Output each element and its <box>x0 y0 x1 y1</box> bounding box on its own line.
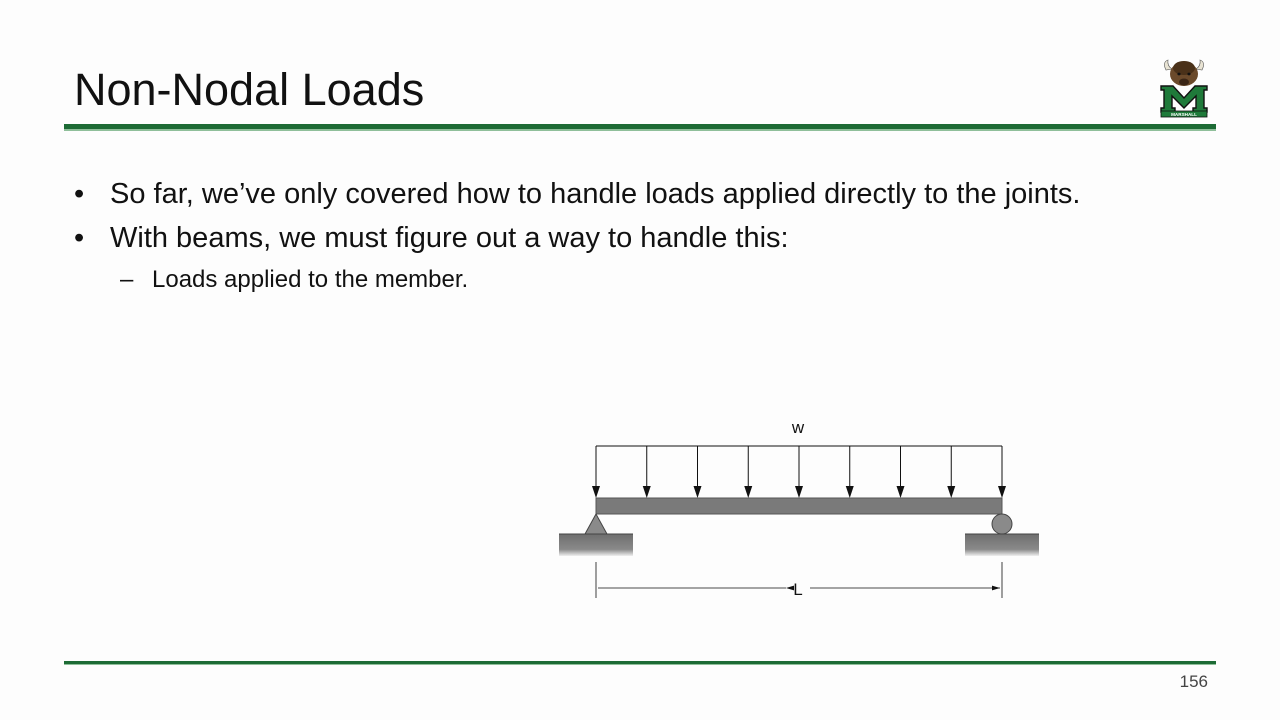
bullet-list: • So far, we’ve only covered how to hand… <box>74 172 1214 300</box>
sub-bullet-marker: – <box>120 266 134 293</box>
marshall-bison-logo-icon: MARSHALL <box>1158 56 1210 118</box>
load-arrow-head <box>744 486 753 498</box>
pin-support-icon <box>559 512 633 556</box>
roller-support-icon <box>965 513 1039 556</box>
load-arrow-head <box>845 486 854 498</box>
load-arrow-head <box>947 486 956 498</box>
distributed-load-arrows <box>592 446 1006 498</box>
load-arrow-head <box>642 486 651 498</box>
load-arrow-head <box>896 486 905 498</box>
length-label: L <box>793 580 802 599</box>
bullet-item: • So far, we’ve only covered how to hand… <box>74 172 1214 216</box>
load-label: w <box>791 418 805 437</box>
bullet-text: With beams, we must figure out a way to … <box>110 222 789 254</box>
load-arrow-head <box>998 486 1006 498</box>
page-number: 156 <box>1179 672 1208 691</box>
sub-bullet-text: Loads applied to the member. <box>152 266 469 293</box>
beam <box>595 497 1003 515</box>
footer-rule-accent <box>64 664 1216 665</box>
length-dimension <box>595 562 1003 598</box>
load-arrow-head <box>592 486 600 498</box>
footer-rule <box>64 661 1216 664</box>
load-arrow-head <box>795 486 803 498</box>
header-rule <box>64 124 1216 129</box>
bullet-text: So far, we’ve only covered how to handle… <box>110 178 1081 210</box>
beam-diagram: w <box>540 410 1060 610</box>
bullet-item: • With beams, we must figure out a way t… <box>74 216 1214 260</box>
header-rule-accent <box>64 129 1216 131</box>
bullet-marker: • <box>74 222 85 254</box>
sub-bullet-item: – Loads applied to the member. <box>74 260 1214 300</box>
logo-text: MARSHALL <box>1171 112 1197 117</box>
bullet-marker: • <box>74 178 85 210</box>
load-arrow-head <box>693 486 702 498</box>
slide-title: Non-Nodal Loads <box>74 64 425 115</box>
